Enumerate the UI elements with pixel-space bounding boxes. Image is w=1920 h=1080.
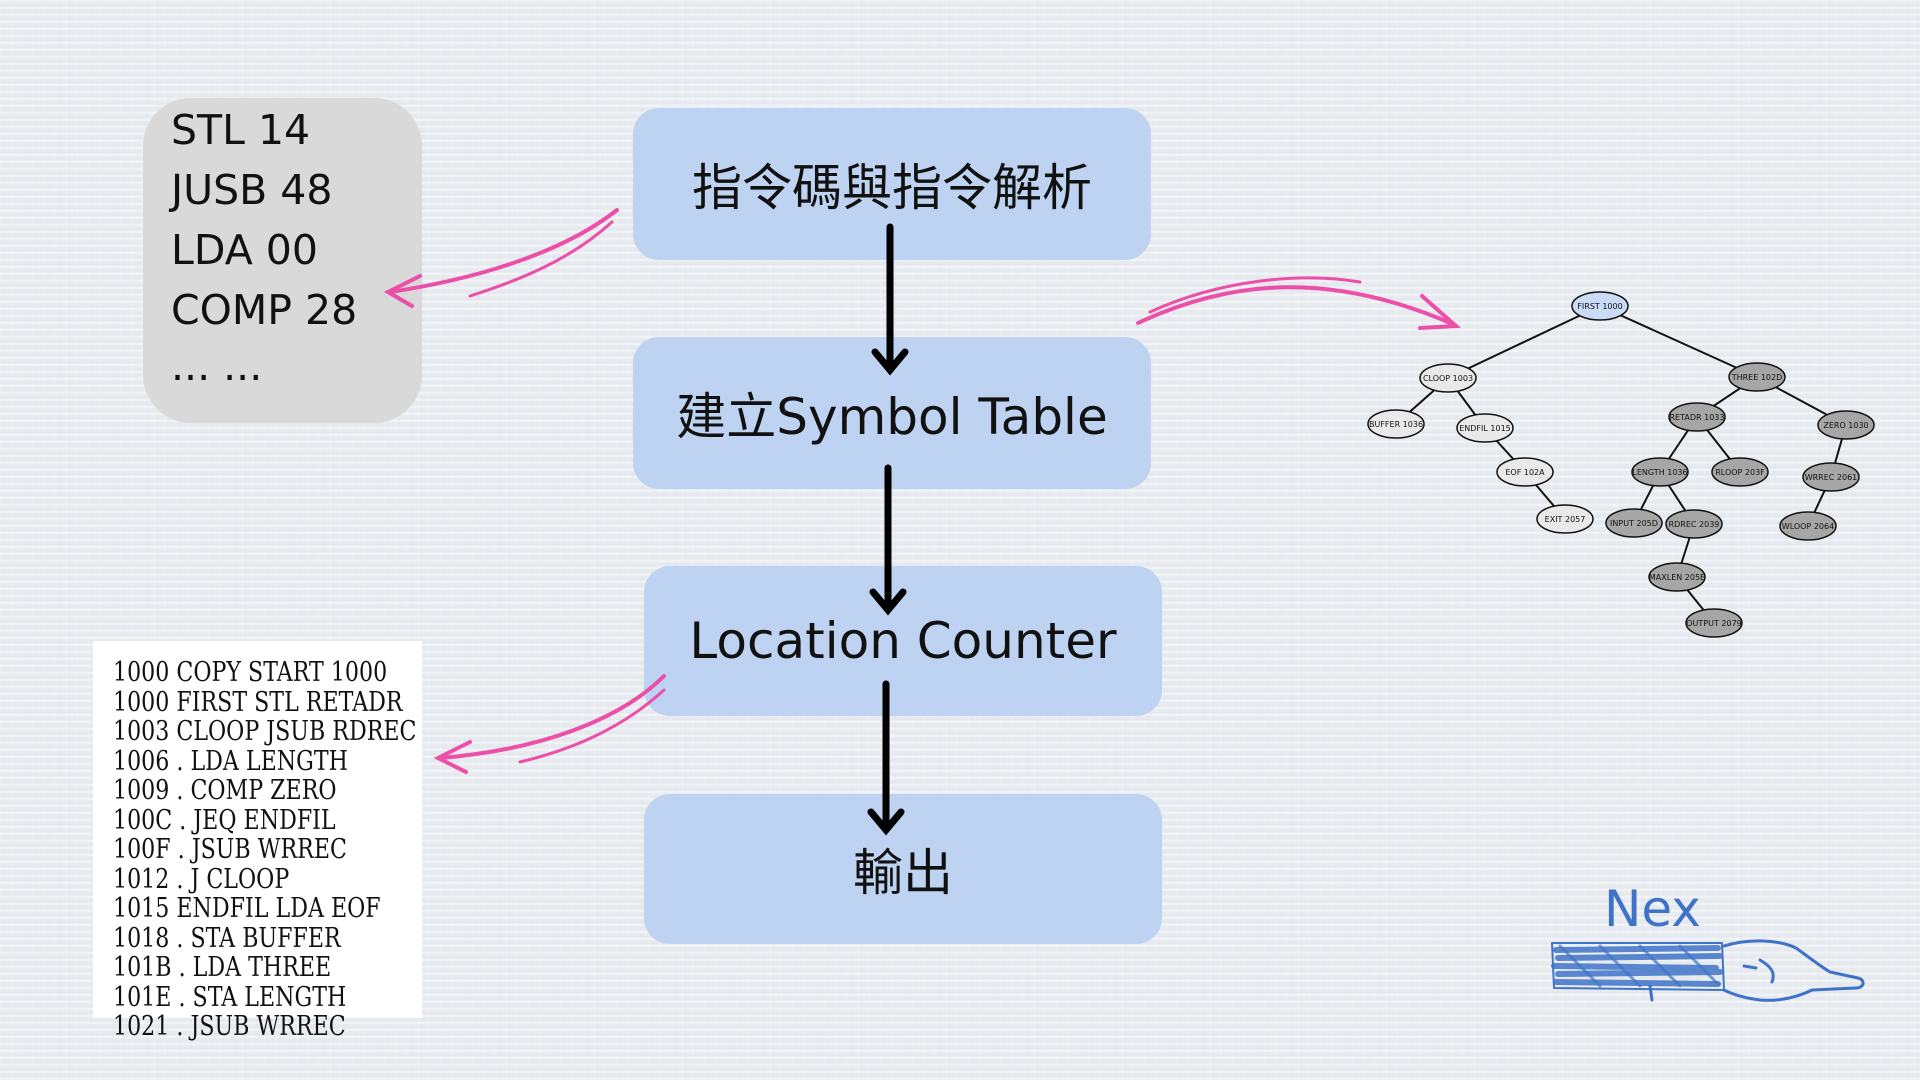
- tree-node-label: INPUT 205D: [1610, 519, 1658, 528]
- tree-node-eof: EOF 102A: [1496, 457, 1554, 487]
- pink-arrow-to-opcodes: [383, 208, 619, 308]
- tree-node-label: BUFFER 1036: [1369, 420, 1423, 429]
- tree-node-label: THREE 102D: [1731, 373, 1783, 382]
- opcode-ellipsis: ... ...: [171, 342, 263, 390]
- tree-node-cloop: CLOOP 1003: [1419, 363, 1477, 393]
- tree-node-shape: [1419, 363, 1477, 393]
- tree-node-rdrec: RDREC 2039: [1665, 509, 1723, 539]
- tree-node-label: EOF 102A: [1505, 468, 1545, 477]
- pink-arrow-to-tree: [1136, 276, 1461, 330]
- tree-node-shape: [1711, 457, 1769, 487]
- tree-node-exit: EXIT 2057: [1536, 504, 1594, 534]
- tree-node-shape: [1728, 362, 1786, 392]
- tree-node-output: OUTPUT 2079: [1685, 608, 1743, 638]
- tree-edge: [1447, 305, 1601, 379]
- tree-node-shape: [1817, 410, 1875, 440]
- tree-node-label: ENDFIL 1015: [1459, 424, 1511, 433]
- tree-node-shape: [1367, 409, 1425, 439]
- tree-node-shape: [1685, 608, 1743, 638]
- tree-node-label: CLOOP 1003: [1423, 374, 1473, 383]
- tree-node-wrrec: WRREC 2061: [1802, 462, 1860, 492]
- flow-step-label: 輸出: [853, 844, 953, 902]
- listing-row: 1000 COPY START 1000: [113, 657, 388, 688]
- tree-node-buffer: BUFFER 1036: [1367, 409, 1425, 439]
- tree-node-shape: [1496, 457, 1554, 487]
- listing-row: 1006 . LDA LENGTH: [113, 745, 348, 777]
- opcode-line: JUSB 48: [171, 166, 333, 214]
- flow-step-label: Location Counter: [689, 612, 1117, 670]
- tree-node-label: MAXLEN 205E: [1649, 573, 1705, 582]
- tree-node-label: ZERO 1030: [1823, 421, 1868, 430]
- pink-arrow-to-listing: [433, 674, 666, 774]
- tree-node-label: WRREC 2061: [1805, 473, 1858, 482]
- listing-row: 1012 . J CLOOP: [113, 863, 290, 895]
- flow-step-parse: 指令碼與指令解析: [633, 108, 1151, 260]
- tree-node-label: FIRST 1000: [1577, 302, 1622, 311]
- listing-row: 100C . JEQ ENDFIL: [113, 804, 336, 836]
- tree-node-input: INPUT 205D: [1605, 508, 1663, 538]
- tree-node-label: RDREC 2039: [1669, 520, 1720, 529]
- tree-node-shape: [1631, 457, 1689, 487]
- tree-node-label: RLOOP 203F: [1715, 468, 1765, 477]
- listing-row: 100F . JSUB WRREC: [113, 834, 347, 865]
- listing-row: 1021 . JSUB WRREC: [113, 1011, 346, 1042]
- tree-node-maxlen: MAXLEN 205E: [1648, 562, 1706, 592]
- tree-node-shape: [1668, 402, 1726, 432]
- tree-node-first: FIRST 1000: [1571, 291, 1629, 321]
- tree-node-label: EXIT 2057: [1545, 515, 1586, 524]
- opcode-line: LDA 00: [171, 226, 318, 274]
- tree-node-wloop: WLOOP 2064: [1779, 511, 1837, 541]
- opcode-line: COMP 28: [171, 286, 358, 334]
- flow-step-output: 輸出: [644, 794, 1162, 944]
- flow-arrow-2: [869, 464, 907, 616]
- tree-node-shape: [1665, 509, 1723, 539]
- tree-node-label: RETADR 1033: [1670, 413, 1725, 422]
- tree-node-retadr: RETADR 1033: [1668, 402, 1726, 432]
- tree-node-shape: [1536, 504, 1594, 534]
- tree-node-length: LENGTH 1036: [1631, 457, 1689, 487]
- tree-node-rloop: RLOOP 203F: [1711, 457, 1769, 487]
- flow-step-label: 建立Symbol Table: [676, 388, 1108, 446]
- listing-row: 1003 CLOOP JSUB RDREC: [113, 716, 417, 747]
- tree-node-zero: ZERO 1030: [1817, 410, 1875, 440]
- listing-row: 101B . LDA THREE: [113, 952, 332, 983]
- opcode-line: STL 14: [171, 106, 311, 154]
- flow-step-label: 指令碼與指令解析: [692, 159, 1092, 217]
- listing-row: 101E . STA LENGTH: [113, 981, 347, 1013]
- tree-node-label: OUTPUT 2079: [1686, 619, 1742, 628]
- listing-row: 1015 ENDFIL LDA EOF: [113, 893, 381, 924]
- tree-node-shape: [1779, 511, 1837, 541]
- tree-node-label: WLOOP 2064: [1782, 522, 1834, 531]
- listing-row: 1009 . COMP ZERO: [113, 775, 337, 806]
- listing-row: 1018 . STA BUFFER: [113, 922, 341, 954]
- listing-row: 1000 FIRST STL RETADR: [113, 686, 403, 718]
- tree-node-shape: [1802, 462, 1860, 492]
- tree-node-label: LENGTH 1036: [1632, 468, 1687, 477]
- tree-node-shape: [1571, 291, 1629, 321]
- flow-arrow-1: [871, 223, 909, 376]
- logo-text: Nex: [1604, 880, 1701, 938]
- tree-node-shape: [1456, 413, 1514, 443]
- opcode-card: STL 14 JUSB 48 LDA 00 COMP 28 ... ...: [143, 98, 422, 423]
- tree-node-shape: [1648, 562, 1706, 592]
- tree-node-shape: [1605, 508, 1663, 538]
- tree-node-three: THREE 102D: [1728, 362, 1786, 392]
- tree-edge: [1599, 305, 1758, 378]
- tree-node-endfil: ENDFIL 1015: [1456, 413, 1514, 443]
- flow-arrow-3: [867, 680, 905, 836]
